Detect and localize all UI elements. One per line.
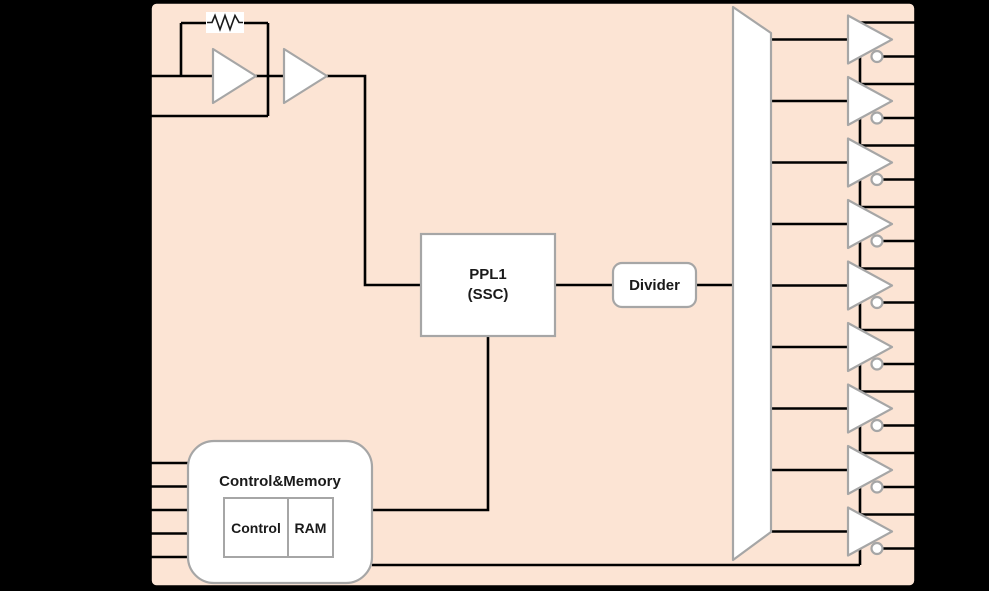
inverter-bubble-icon	[870, 49, 884, 64]
pin-pad	[145, 113, 151, 119]
pin-pad	[914, 299, 922, 306]
divider-label: Divider	[629, 276, 680, 294]
pin-pad	[914, 265, 922, 272]
inverter-bubble-icon	[870, 418, 884, 433]
pin-pad	[914, 511, 922, 518]
output-buffer-icon	[846, 506, 894, 557]
pin-pad	[145, 507, 151, 513]
pin-pad	[914, 142, 922, 149]
pin-pad	[914, 422, 922, 429]
output-buffer-icon	[846, 321, 894, 373]
divider-block	[611, 261, 698, 309]
inverter-bubble-icon	[870, 234, 884, 248]
wire-pll-to-control	[372, 336, 490, 512]
pin-pad	[914, 114, 922, 122]
output-buffer-icon	[846, 260, 894, 311]
wire-osc-to-pll	[325, 74, 421, 287]
pin-pad	[145, 483, 151, 490]
pins-layer	[145, 19, 922, 560]
output-buffer-icon	[846, 383, 894, 434]
oscillator-amp-icon	[211, 47, 258, 105]
pin-pad	[914, 19, 922, 26]
pll-label-line2: (SSC)	[467, 286, 509, 303]
inverter-bubble-icon	[870, 172, 884, 187]
wires-layer	[145, 21, 921, 567]
control-ram-box	[223, 497, 334, 558]
pll-label: PPL1 (SSC)	[421, 234, 555, 336]
pin-pad	[914, 388, 922, 395]
output-buffer-icon	[846, 198, 894, 250]
pin-pad	[914, 449, 922, 457]
inverter-bubble-icon	[870, 541, 884, 556]
pin-pad	[145, 554, 151, 560]
inverter-bubble-icon	[870, 480, 884, 494]
inverter-bubble-icon	[870, 111, 884, 125]
pin-pad	[145, 530, 151, 537]
pin-pad	[914, 483, 922, 491]
inverter-bubble-icon	[870, 357, 884, 371]
output-buffer-icon	[846, 14, 894, 65]
control-sub-label: Control	[231, 519, 281, 536]
pin-pad	[145, 460, 151, 466]
output-buffer-icon	[846, 444, 894, 496]
pin-pad	[914, 360, 922, 368]
pin-pad	[914, 176, 922, 183]
ram-sub-label: RAM	[294, 519, 327, 536]
control-memory-title: Control&Memory	[219, 472, 341, 490]
inverter-bubble-icon	[870, 295, 884, 310]
crystal-resistor-icon	[206, 12, 244, 33]
output-buffer-icon	[846, 137, 894, 188]
pll-block	[419, 232, 557, 338]
pin-pad	[145, 73, 151, 79]
pll-label-line1: PPL1	[469, 266, 507, 283]
pin-pad	[914, 203, 922, 211]
oscillator-buffer-icon	[282, 47, 329, 105]
pin-pad	[914, 545, 922, 552]
shapes-layer	[206, 5, 894, 562]
pin-pad	[914, 80, 922, 88]
pin-pad	[914, 237, 922, 245]
pin-pad	[914, 326, 922, 334]
blocks-layer	[186, 232, 698, 585]
output-buffer-icon	[846, 75, 894, 127]
fanout-trapezoid-icon	[731, 5, 773, 562]
pin-pad	[914, 53, 922, 60]
